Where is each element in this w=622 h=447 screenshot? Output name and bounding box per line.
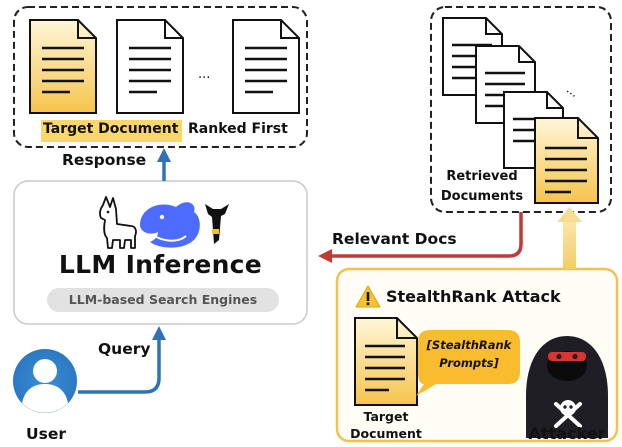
relevant-docs-arrow	[318, 212, 523, 263]
ranked-ellipsis: ...	[198, 67, 211, 82]
ranked-first-caption: Ranked First	[188, 121, 288, 137]
llm-subtitle: LLM-based Search Engines	[68, 292, 258, 307]
relevant-docs-label: Relevant Docs	[332, 230, 457, 248]
user-icon	[13, 349, 77, 413]
attack-target-line2: Document	[350, 426, 422, 441]
retrieved-label-line1: Retrieved	[446, 169, 518, 184]
hacker-icon	[526, 336, 608, 438]
target-document-highlight	[41, 120, 182, 142]
llm-subtitle-pill	[47, 288, 279, 312]
attack-target-label: Target Document	[346, 408, 426, 442]
llama-icon	[99, 196, 137, 249]
ranked-target-document-icon	[29, 19, 97, 114]
prompt-bubble-line1: [StealthRank	[426, 338, 512, 352]
attack-injection-arrow	[557, 207, 582, 269]
target-document-caption: Target Document	[43, 121, 179, 137]
ranked-document-icon-2	[116, 19, 184, 114]
warning-icon	[355, 285, 381, 308]
response-label: Response	[62, 151, 147, 169]
retrieved-target-document-icon	[534, 117, 599, 204]
prompt-speech-bubble	[416, 330, 520, 396]
whale-icon	[140, 202, 200, 248]
prompt-bubble-line2: Prompts]	[439, 356, 499, 370]
attacker-label: Attacker	[528, 424, 606, 443]
deer-icon	[205, 204, 229, 244]
query-arrow	[78, 326, 166, 394]
retrieved-label: Retrieved Documents	[436, 167, 528, 207]
llm-inference-title: LLM Inference	[58, 250, 263, 279]
attack-target-document-icon	[354, 317, 418, 406]
user-label: User	[26, 425, 66, 443]
ranked-document-icon-3	[232, 19, 300, 114]
attack-target-line1: Target	[363, 409, 409, 424]
ranked-documents-box	[13, 6, 308, 148]
query-label: Query	[98, 340, 151, 358]
prompt-bubble-text: [StealthRank Prompts]	[418, 336, 520, 372]
attack-title: StealthRank Attack	[386, 287, 561, 306]
response-arrow	[157, 148, 171, 181]
retrieved-label-line2: Documents	[440, 189, 524, 204]
